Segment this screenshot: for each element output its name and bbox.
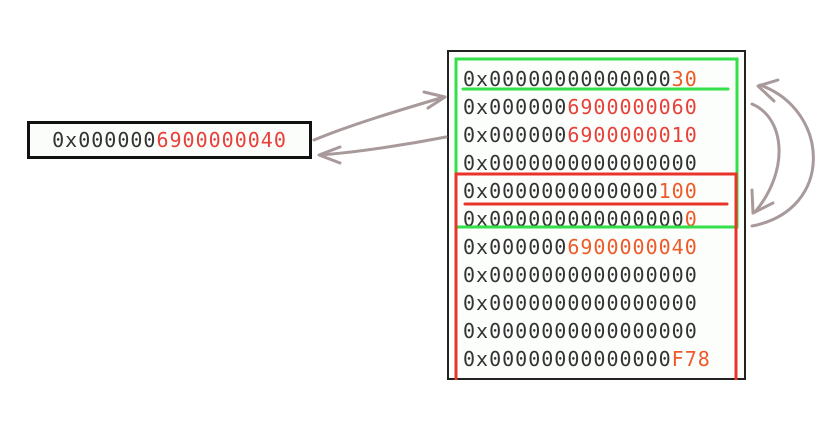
memory-row: 0x0000000000000000 xyxy=(463,317,711,345)
memory-row: 0x00000000000000F78 xyxy=(463,345,711,373)
memory-row-suffix: 6900000040 xyxy=(567,235,698,259)
memory-rows: 0x0000000000000030 0x0000006900000060 0x… xyxy=(463,65,711,373)
memory-row-suffix: 100 xyxy=(658,179,698,203)
memory-row: 0x0000000000000100 xyxy=(463,177,711,205)
memory-row-suffix: 30 xyxy=(671,67,698,91)
memory-row-prefix: 0x0000000000000 xyxy=(463,179,659,203)
memory-row-suffix: 0 xyxy=(684,207,698,231)
memory-row: 0x0000006900000060 xyxy=(463,93,711,121)
memory-panel: 0x0000000000000030 0x0000006900000060 0x… xyxy=(447,50,746,380)
memory-row: 0x0000006900000010 xyxy=(463,121,711,149)
memory-row: 0x0000000000000030 xyxy=(463,65,711,93)
memory-row-prefix: 0x000000 xyxy=(463,95,568,119)
memory-row-prefix: 0x0000000000000000 xyxy=(463,291,698,315)
memory-row-suffix: F78 xyxy=(671,347,711,371)
memory-row-prefix: 0x0000000000000000 xyxy=(463,319,698,343)
arrow-to-memory-top xyxy=(312,95,446,142)
arrow-to-pointer-box-head xyxy=(317,145,342,165)
pointer-value: 0x0000006900000040 xyxy=(52,126,287,154)
memory-row: 0x0000000000000000 xyxy=(463,149,711,177)
pointer-value-suffix: 6900000040 xyxy=(156,128,287,152)
arrow-to-memory-top-head xyxy=(422,90,447,110)
pointer-value-box: 0x0000006900000040 xyxy=(27,121,312,159)
memory-row-prefix: 0x0000000000000000 xyxy=(463,151,698,175)
memory-row-prefix: 0x00000000000000 xyxy=(463,347,672,371)
memory-row: 0x0000000000000000 xyxy=(463,289,711,317)
memory-row-suffix: 6900000010 xyxy=(567,123,698,147)
memory-row: 0x0000000000000000 xyxy=(463,205,711,233)
memory-row-prefix: 0x000000 xyxy=(463,123,568,147)
inner-curve-arrow-head xyxy=(750,188,775,215)
memory-row-prefix: 0x00000000000000 xyxy=(463,67,672,91)
memory-row-prefix: 0x0000000000000000 xyxy=(463,263,698,287)
memory-row-prefix: 0x000000000000000 xyxy=(463,207,685,231)
memory-row-suffix: 6900000060 xyxy=(567,95,698,119)
outer-curve-arrow-head xyxy=(756,78,780,103)
memory-row: 0x0000006900000040 xyxy=(463,233,711,261)
inner-curve-arrow xyxy=(750,102,781,214)
arrow-to-pointer-box xyxy=(318,135,448,157)
memory-row-prefix: 0x000000 xyxy=(463,235,568,259)
memory-row: 0x0000000000000000 xyxy=(463,261,711,289)
outer-curve-arrow xyxy=(750,83,815,228)
pointer-value-prefix: 0x000000 xyxy=(52,128,157,152)
